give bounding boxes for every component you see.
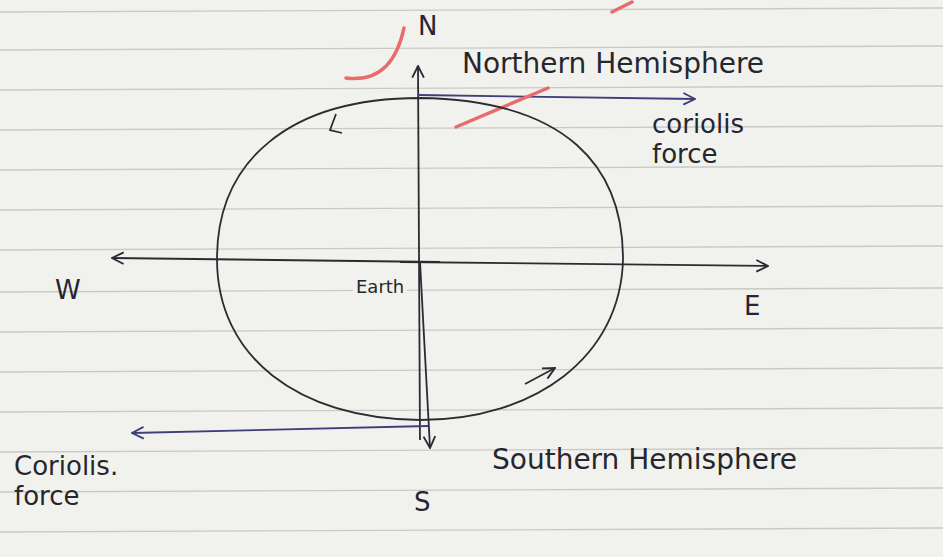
text-label: Coriolis. force [14, 452, 154, 512]
east-axis [400, 262, 768, 266]
text-label: Southern Hemisphere [492, 444, 797, 476]
text-label: Northern Hemisphere [462, 48, 764, 80]
earth-outline [215, 96, 625, 422]
coriolis-arrow [418, 95, 695, 99]
north-axis [418, 66, 420, 440]
red-stroke [612, 2, 632, 12]
rotation-arrow [525, 368, 555, 384]
text-label: coriolis force [652, 110, 802, 170]
text-label: W [55, 276, 81, 306]
ruled-lines [0, 8, 943, 532]
red-stroke [346, 28, 404, 79]
marks [330, 114, 555, 384]
text-label: E [744, 292, 760, 322]
earth-circle: Earth [215, 96, 625, 422]
tick-mark [330, 114, 342, 133]
text-label: N [418, 12, 437, 42]
text-label: S [414, 488, 431, 518]
coriolis-arrows [132, 95, 695, 433]
coriolis-arrow [132, 426, 428, 433]
circle-outline [217, 98, 623, 420]
earth-label: Earth [353, 276, 407, 297]
west-axis [112, 258, 440, 262]
